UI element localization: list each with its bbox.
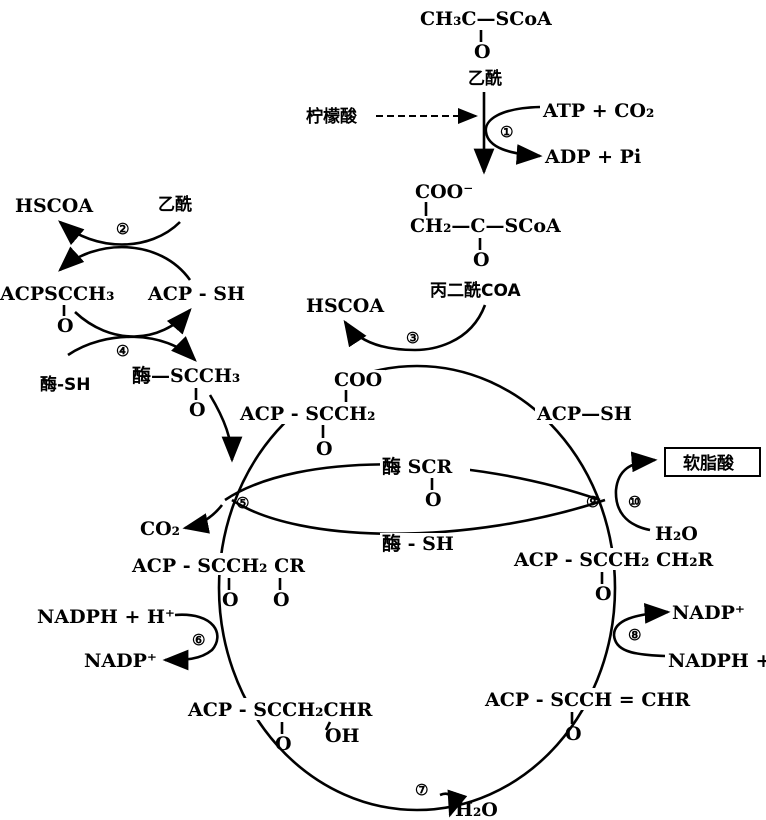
enoyl-oxo: O xyxy=(565,723,582,745)
malonyl-acp-oxo: O xyxy=(316,438,333,460)
step10-number: ⑩ xyxy=(628,493,641,511)
acyl-oxo: O xyxy=(595,583,612,605)
step8-input: NADPH + xyxy=(668,650,766,672)
step9-number: ⑨ xyxy=(586,493,599,511)
step4-enzyme-sh: 酶-SH xyxy=(40,374,91,395)
bond xyxy=(324,721,332,731)
malonyl-acp: ACP - SCCH₂ xyxy=(239,403,376,425)
label-bg xyxy=(535,402,635,424)
step6-output: NADP⁺ xyxy=(84,650,157,672)
step8-number: ⑧ xyxy=(628,626,641,644)
step8-output: NADP⁺ xyxy=(672,602,745,624)
ketoacyl-acp: ACP - SCCH₂ CR xyxy=(131,555,305,577)
step4-upper-arc xyxy=(74,308,192,338)
atp-adp-arrow xyxy=(484,105,543,165)
citrate-label: 柠檬酸 xyxy=(306,106,358,127)
step2-acp-acetyl: ACPSCCH₃ xyxy=(0,283,114,305)
label-bg xyxy=(130,553,305,575)
co2-arrow xyxy=(182,504,224,534)
step4-enzyme-acetyl: 酶—SCCH₃ xyxy=(132,364,240,387)
step2-lower-arc xyxy=(58,245,192,281)
step6-arrow xyxy=(162,613,219,671)
step5-number: ⑤ xyxy=(236,494,249,512)
acetyl-coa-formula: CH₃C—SCoA xyxy=(420,8,552,30)
label-bg xyxy=(380,533,470,555)
hydroxyacyl-oxo: O xyxy=(275,733,292,755)
step4-number: ④ xyxy=(116,342,129,360)
step2-acetyl: 乙酰 xyxy=(158,194,192,215)
malonyl-acp-coo: COO xyxy=(334,369,382,391)
step7-number: ⑦ xyxy=(415,781,428,799)
hydroxyacyl-oh: OH xyxy=(325,725,360,747)
acetyl-label: 乙酰 xyxy=(468,68,502,89)
step2-upper-arc xyxy=(58,220,181,246)
step6-number: ⑥ xyxy=(192,631,205,649)
ketoacyl-oxo-1: O xyxy=(222,589,239,611)
label-bg xyxy=(483,688,683,710)
enzyme-scr: 酶 SCR xyxy=(382,455,452,478)
malonyl-coa-coo: COO⁻ xyxy=(415,181,473,203)
palmitate-box xyxy=(664,447,761,477)
acyl-acp: ACP - SCCH₂ CH₂R xyxy=(513,549,714,571)
palmitate-label: 软脂酸 xyxy=(683,453,735,474)
enzyme-to-cycle-arrow xyxy=(208,394,243,463)
ketoacyl-oxo-2: O xyxy=(273,589,290,611)
step3-number: ③ xyxy=(406,329,419,347)
step10-arrow xyxy=(614,451,658,532)
step1-input: ATP + CO₂ xyxy=(542,100,654,122)
step2-acp-acetyl-oxo: O xyxy=(57,315,74,337)
step4-lower-arc xyxy=(67,335,197,362)
enoyl-acp: ACP - SCCH = CHR xyxy=(484,689,690,711)
step2-number: ② xyxy=(116,220,129,238)
co2: CO₂ xyxy=(140,518,180,540)
label-bg xyxy=(512,548,712,570)
malonyl-coa-oxo: O xyxy=(473,249,490,271)
step6-input: NADPH + H⁺ xyxy=(37,606,175,628)
elongation-cycle xyxy=(217,364,617,812)
step3-arrow xyxy=(343,304,487,352)
step3-hscoa: HSCOA xyxy=(306,295,384,317)
step4-oxo: O xyxy=(189,399,206,421)
acetyl-coa-oxo: O xyxy=(474,41,491,63)
step7-arrow xyxy=(439,789,468,818)
enzyme-sh: 酶 - SH xyxy=(382,532,454,555)
step7-output: H₂O xyxy=(455,799,498,820)
enzyme-sh-arc xyxy=(231,498,606,536)
step1-number: ① xyxy=(500,123,513,141)
malonyl-coa-label: 丙二酰COA xyxy=(430,280,521,301)
label-bg xyxy=(186,698,376,720)
step1-output: ADP + Pi xyxy=(544,146,641,168)
step2-acp-sh: ACP - SH xyxy=(147,283,245,305)
malonyl-coa-formula: CH₂—C—SCoA xyxy=(410,215,561,237)
acp-sh: ACP—SH xyxy=(536,403,632,425)
step8-arrow xyxy=(612,603,671,658)
step2-hscoa: HSCOA xyxy=(15,195,93,217)
label-bg xyxy=(238,402,368,424)
enzyme-scr-oxo: O xyxy=(425,489,442,511)
hydroxyacyl-acp: ACP - SCCH₂CHR xyxy=(187,699,373,721)
step10-water: H₂O xyxy=(655,523,698,545)
label-bg xyxy=(380,455,470,477)
